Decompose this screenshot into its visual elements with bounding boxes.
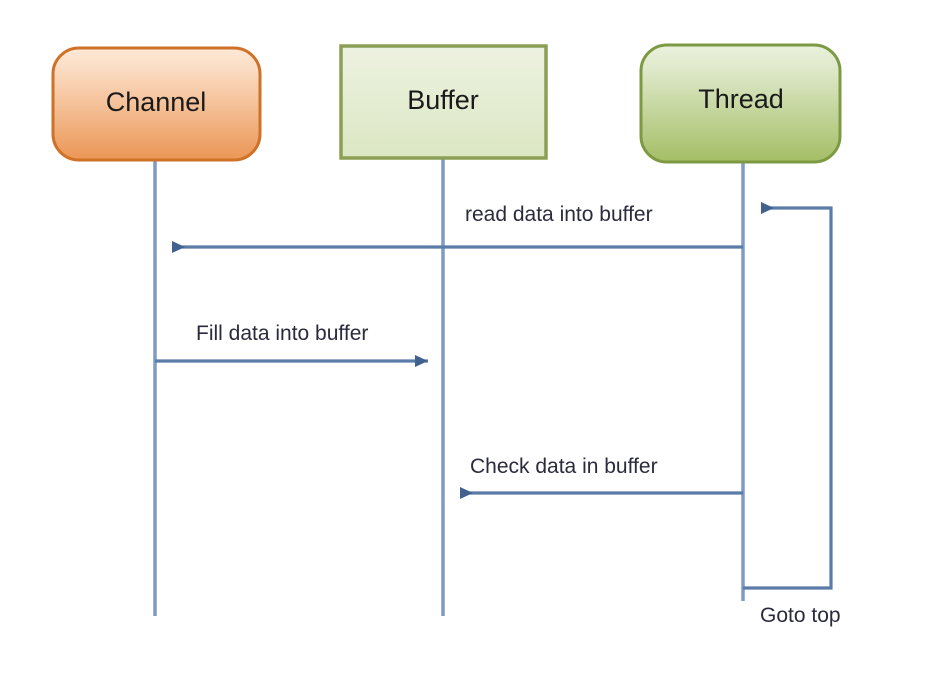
message-labels: read data into buffer Fill data into buf… [196,203,841,627]
message-label-check-data-in-buffer: Check data in buffer [470,455,658,478]
message-label-fill-data-into-buffer: Fill data into buffer [196,322,368,345]
participant-label-buffer: Buffer [407,85,479,115]
message-label-read-data-into-buffer: read data into buffer [465,203,653,226]
participant-label-thread: Thread [698,84,784,114]
participant-label-channel: Channel [106,87,207,117]
self-loop-goto-top[interactable] [743,202,833,590]
participant-box-thread[interactable]: Thread [639,43,842,164]
participant-box-buffer[interactable]: Buffer [339,44,548,160]
lifelines [153,158,745,616]
message-label-goto-top: Goto top [760,604,841,627]
participant-box-channel[interactable]: Channel [51,46,262,162]
goto-top-path[interactable] [743,202,833,590]
messages [155,241,743,499]
participant-rect-thread[interactable] [639,43,842,164]
participant-rect-buffer[interactable] [339,44,548,160]
participant-rect-channel[interactable] [51,46,262,162]
